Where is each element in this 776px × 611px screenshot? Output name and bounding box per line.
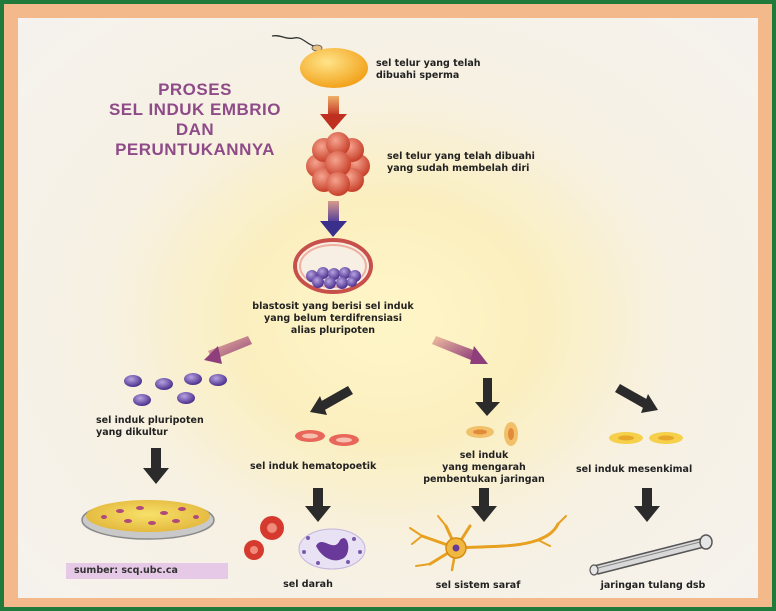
label-bone-tissue: jaringan tulang dsb <box>588 580 718 592</box>
arrow-diagonal-left-icon <box>204 336 252 364</box>
label-blastocyst: blastosit yang berisi sel induk yang bel… <box>233 301 433 337</box>
blastocyst-icon <box>295 240 371 292</box>
hematopoietic-cells-icon <box>295 430 359 446</box>
label-tissue-directing: sel induk yang mengarah pembentukan jari… <box>414 450 554 486</box>
blood-cells-icon <box>244 516 365 569</box>
label-cultured-pluripotent: sel induk pluripoten yang dikultur <box>96 415 204 439</box>
bone-tissue-icon <box>590 535 712 575</box>
fertilized-egg-icon <box>300 48 368 88</box>
source-credit: sumber: scq.ubc.ca <box>66 563 228 579</box>
diagram-panel: PROSES SEL INDUK EMBRIO DAN PERUNTUKANNY… <box>18 18 758 598</box>
label-blood-cells: sel darah <box>278 579 338 591</box>
petri-dish-icon <box>82 500 214 539</box>
arrow-diagonal-right-icon <box>432 336 488 364</box>
mesenchymal-cells-icon <box>609 432 683 444</box>
tissue-directing-cells-icon <box>466 422 518 446</box>
divided-egg-icon <box>306 132 370 196</box>
label-nerve-cells: sel sistem saraf <box>418 580 538 592</box>
label-mesenchymal: sel induk mesenkimal <box>576 464 692 476</box>
pluripotent-cells-icon <box>124 373 227 406</box>
arrow-down-icon <box>634 488 660 522</box>
arrow-down-icon <box>143 448 169 484</box>
label-fertilized-egg: sel telur yang telah dibuahi sperma <box>376 58 481 82</box>
arrow-to-mesenchymal-icon <box>615 384 658 413</box>
label-divided-egg: sel telur yang telah dibuahi yang sudah … <box>387 151 535 175</box>
arrow-down-icon <box>305 488 331 522</box>
arrow-down-icon <box>320 96 347 130</box>
arrow-down-icon <box>471 488 497 522</box>
sperm-icon <box>272 36 322 51</box>
arrow-to-hematopoietic-icon <box>310 386 353 415</box>
neuron-icon <box>410 516 566 570</box>
arrow-down-icon <box>475 378 500 416</box>
arrow-down-icon <box>320 201 347 237</box>
label-hematopoietic: sel induk hematopoetik <box>250 461 376 473</box>
